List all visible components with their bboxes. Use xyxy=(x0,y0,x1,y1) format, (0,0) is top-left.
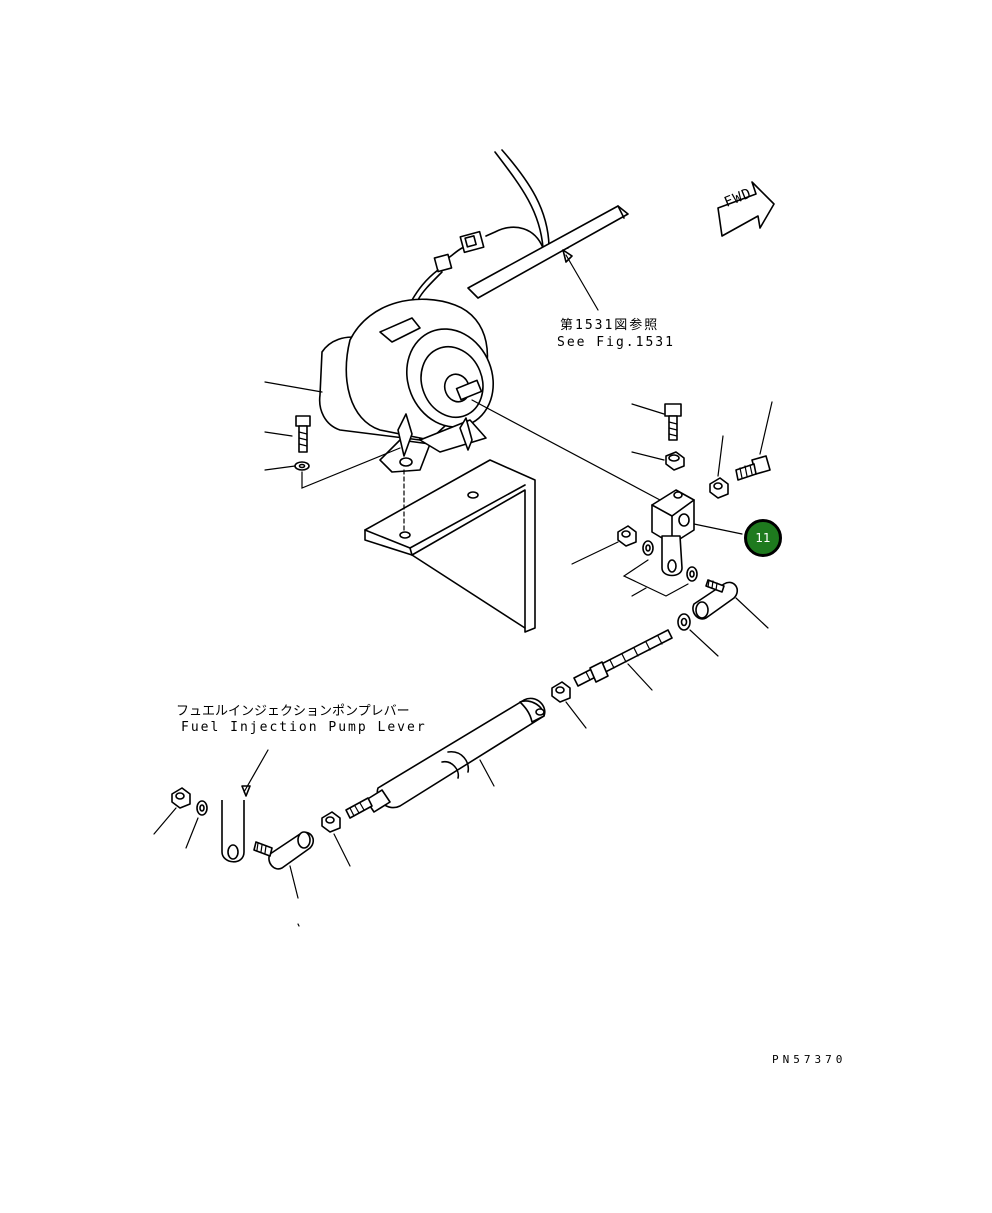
nut-washers-mid xyxy=(571,525,698,597)
l-bracket xyxy=(364,459,536,633)
nut-lower xyxy=(321,811,351,867)
ball-joint-left xyxy=(253,831,315,927)
lever-block xyxy=(651,489,743,577)
ball-joint-right xyxy=(677,579,769,657)
callout-number: 11 xyxy=(755,531,771,545)
frame-rail xyxy=(467,205,629,311)
lever-label-en: Fuel Injection Pump Lever xyxy=(181,720,427,735)
ref-label-ja: 第1531図参照 xyxy=(560,318,660,333)
threaded-rod xyxy=(551,629,673,729)
nut-washer-left xyxy=(153,787,208,849)
wire-harness xyxy=(411,149,569,301)
ref-label-en: See Fig.1531 xyxy=(557,335,675,350)
callout-badge-11[interactable]: 11 xyxy=(744,519,782,557)
pump-lever xyxy=(221,749,269,863)
damper-cylinder xyxy=(345,697,546,819)
bolt-right xyxy=(709,401,773,499)
fwd-arrow-icon xyxy=(717,181,775,237)
lever-label-ja: フュエルインジェクションポンプレバー xyxy=(176,704,410,719)
leader-lines-left xyxy=(264,381,661,501)
part-number: PN57370 xyxy=(772,1053,847,1066)
motor-actuator xyxy=(318,298,495,473)
bolt-left xyxy=(294,415,311,471)
bolt-top xyxy=(631,403,685,471)
